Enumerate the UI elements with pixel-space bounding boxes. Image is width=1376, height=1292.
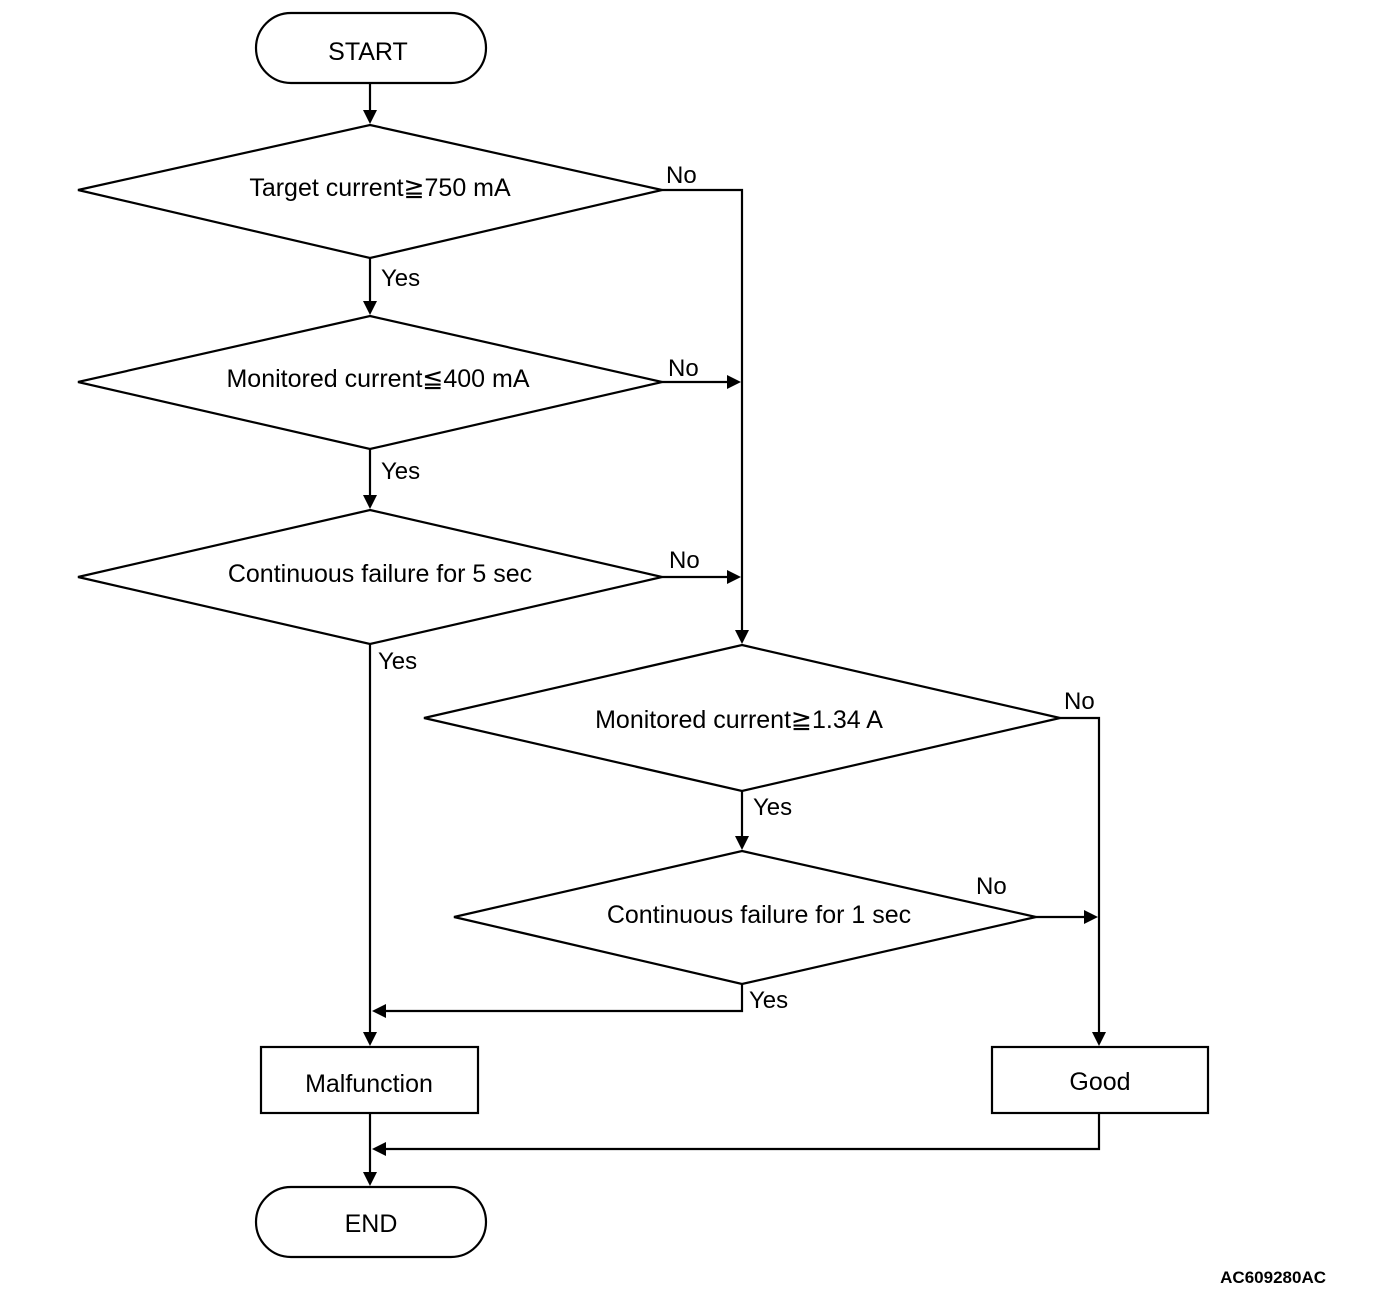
good-box: Good <box>990 1045 1210 1115</box>
connector-d3-yes-to-malfunction <box>363 644 377 1046</box>
connector-d5-no <box>1036 910 1098 924</box>
d2-no-label: No <box>668 355 699 382</box>
end-label: END <box>345 1210 398 1238</box>
connector-start-to-d1 <box>363 83 377 124</box>
d1-no-label: No <box>666 162 697 189</box>
end-terminal: END <box>254 1185 488 1259</box>
d5-no-label: No <box>976 873 1007 900</box>
connector-good-to-end <box>372 1113 1101 1156</box>
start-label: START <box>328 38 408 66</box>
decision-target-current-label: Target current≧750 mA <box>249 174 511 202</box>
malfunction-label: Malfunction <box>305 1070 433 1098</box>
connector-d1-yes <box>363 258 377 315</box>
d1-yes-label: Yes <box>381 265 420 292</box>
connector-d3-no <box>662 570 741 584</box>
d4-no-label: No <box>1064 688 1095 715</box>
decision-monitored-current-low: Monitored current≦400 mA <box>77 314 663 451</box>
decision-monitored-current-high-label: Monitored current≧1.34 A <box>595 706 883 734</box>
d5-yes-label: Yes <box>749 987 788 1014</box>
decision-target-current: Target current≧750 mA <box>77 123 663 260</box>
good-label: Good <box>1069 1068 1130 1096</box>
decision-monitored-current-high: Monitored current≧1.34 A <box>423 643 1061 793</box>
reference-code: AC609280AC <box>1220 1268 1326 1287</box>
decision-failure-5-sec: Continuous failure for 5 sec <box>77 508 663 646</box>
connector-d4-no-to-good <box>1060 716 1106 1046</box>
decision-failure-1-sec-label: Continuous failure for 1 sec <box>607 901 911 929</box>
connector-d2-no <box>662 375 741 389</box>
connector-d4-yes <box>735 791 749 850</box>
d3-no-label: No <box>669 547 700 574</box>
start-terminal: START <box>254 11 488 85</box>
malfunction-box: Malfunction <box>259 1045 480 1115</box>
connector-d5-yes-to-malfunction <box>372 984 744 1018</box>
connector-d1-no-to-d4 <box>662 188 749 644</box>
d3-yes-label: Yes <box>378 648 417 675</box>
connector-d2-yes <box>363 449 377 509</box>
decision-failure-1-sec: Continuous failure for 1 sec <box>453 849 1037 986</box>
connector-malfunction-to-end <box>363 1113 377 1186</box>
d4-yes-label: Yes <box>753 794 792 821</box>
decision-monitored-current-low-label: Monitored current≦400 mA <box>226 365 529 393</box>
decision-failure-5-sec-label: Continuous failure for 5 sec <box>228 560 532 588</box>
d2-yes-label: Yes <box>381 458 420 485</box>
